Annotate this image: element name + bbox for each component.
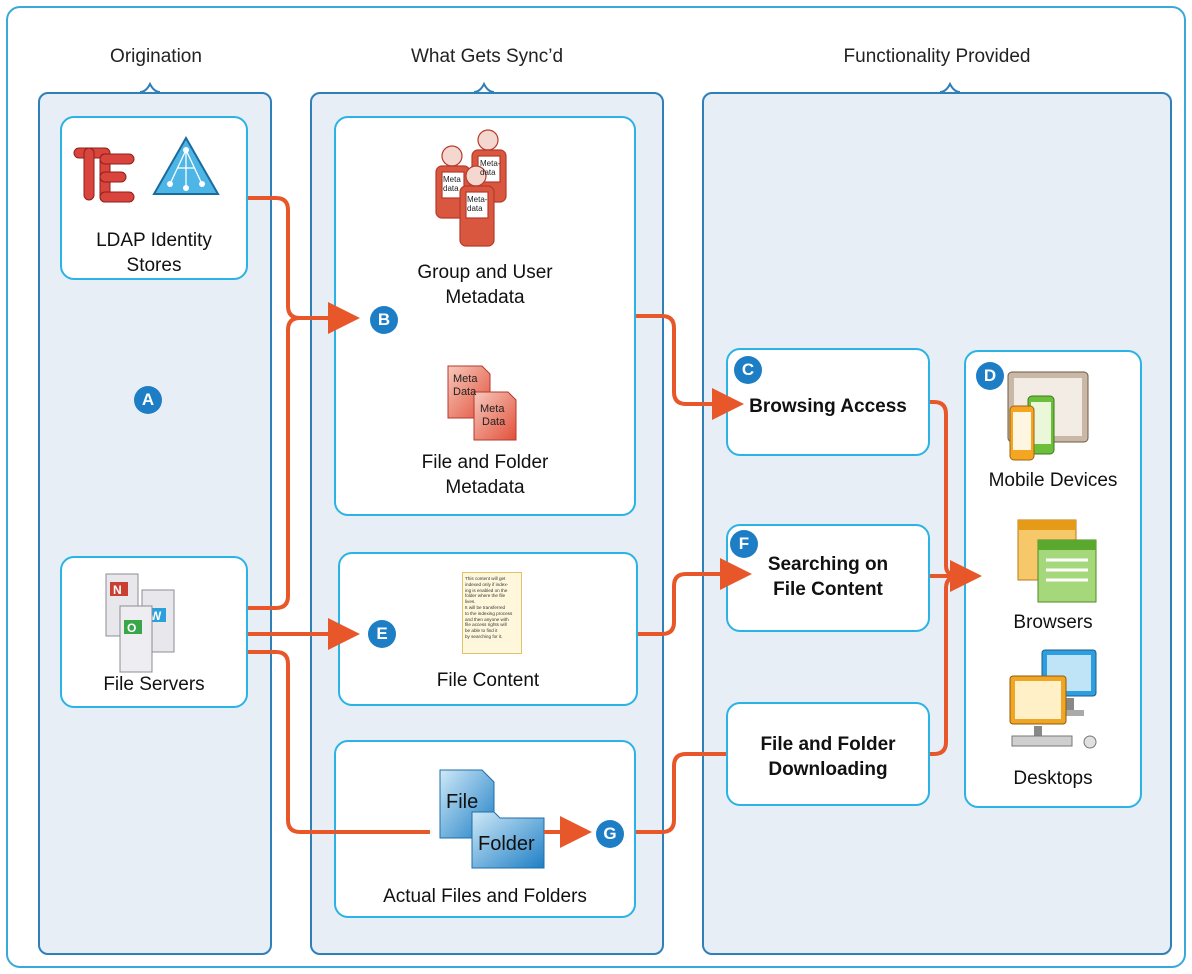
browsers-icon (1017, 519, 1097, 603)
svg-text:Data: Data (482, 416, 506, 428)
clients-box: Mobile Devices Browsers Desktops (964, 350, 1142, 808)
file-folder-metadata-icon: Meta Data Meta Data (447, 365, 517, 441)
file-servers-label: File Servers (103, 674, 205, 695)
file-servers-icon: N W O (105, 573, 175, 673)
svg-text:O: O (127, 621, 136, 635)
desktops-label: Desktops (1013, 768, 1093, 789)
document-text-line: It will be transferred (465, 604, 506, 610)
svg-text:Meta: Meta (443, 175, 461, 184)
document-text-line: ing is enabled on the (465, 587, 508, 593)
svg-text:data: data (480, 168, 496, 177)
file-folder-icon: File Folder (439, 769, 545, 869)
badge-f: F (730, 530, 758, 558)
browsing-access-label: Browsing Access (749, 396, 907, 417)
mobile-devices-icon (1007, 371, 1089, 461)
group-user-label-line1: Group and User (417, 262, 553, 283)
browsers-label: Browsers (1013, 612, 1093, 633)
document-text-line: by searching for it. (465, 633, 503, 639)
document-text-line: lives. (465, 599, 476, 605)
downloading-label-line2: Downloading (768, 759, 888, 780)
document-text-line: file access rights will (465, 622, 507, 628)
svg-text:W: W (150, 609, 162, 623)
group-user-metadata-icon: Meta- data Meta data Meta- data (435, 129, 507, 247)
header-origination: Origination (110, 46, 202, 67)
file-folder-metadata-label-line2: Metadata (445, 477, 525, 498)
badge-a: A (134, 386, 162, 414)
svg-text:Meta-: Meta- (480, 159, 501, 168)
desktops-icon (1009, 649, 1097, 749)
document-text-line: folder where the file (465, 593, 506, 599)
searching-label-line2: File Content (773, 579, 883, 600)
header-functionality: Functionality Provided (843, 46, 1031, 67)
file-content-label: File Content (436, 670, 540, 691)
svg-text:data: data (443, 184, 459, 193)
svg-text:Meta: Meta (453, 373, 478, 385)
header-what-gets-synced: What Gets Sync’d (410, 46, 564, 67)
document-text-line: indexed only if index- (465, 581, 509, 587)
badge-g: G (596, 820, 624, 848)
file-servers-box: N W O File Servers (60, 556, 248, 708)
ldap-label-line1: LDAP Identity (96, 230, 212, 251)
badge-b: B (370, 306, 398, 334)
downloading-label-line1: File and Folder (760, 734, 896, 755)
searching-label-line1: Searching on (767, 554, 889, 575)
svg-text:N: N (113, 583, 122, 597)
svg-text:data: data (467, 204, 483, 213)
mobile-devices-label: Mobile Devices (988, 470, 1118, 491)
file-folder-metadata-label-line1: File and Folder (421, 452, 549, 473)
svg-text:Meta: Meta (480, 403, 505, 415)
group-user-label-line2: Metadata (445, 287, 525, 308)
svg-text:Meta-: Meta- (467, 195, 488, 204)
document-text-line: This content will get (465, 576, 506, 581)
ldap-directory-icon (73, 135, 220, 203)
document-text-line: be able to find it (465, 628, 498, 634)
document-text-line: to the indexing process (465, 610, 513, 616)
svg-text:File: File (446, 791, 478, 813)
downloading-box: File and Folder Downloading (726, 702, 930, 806)
ldap-identity-stores-box: LDAP Identity Stores (60, 116, 248, 280)
badge-d: D (976, 362, 1004, 390)
svg-text:Data: Data (453, 386, 477, 398)
ldap-label-line2: Stores (126, 255, 182, 276)
document-text-line: and then anyone with (465, 616, 509, 622)
actual-files-box: File Folder Actual Files and Folders (334, 740, 636, 918)
metadata-box: Meta- data Meta data Meta- data Group an… (334, 116, 636, 516)
badge-e: E (368, 620, 396, 648)
badge-c: C (734, 356, 762, 384)
svg-text:Folder: Folder (478, 833, 535, 855)
searching-box: Searching on File Content (726, 524, 930, 632)
actual-files-label: Actual Files and Folders (383, 886, 587, 907)
